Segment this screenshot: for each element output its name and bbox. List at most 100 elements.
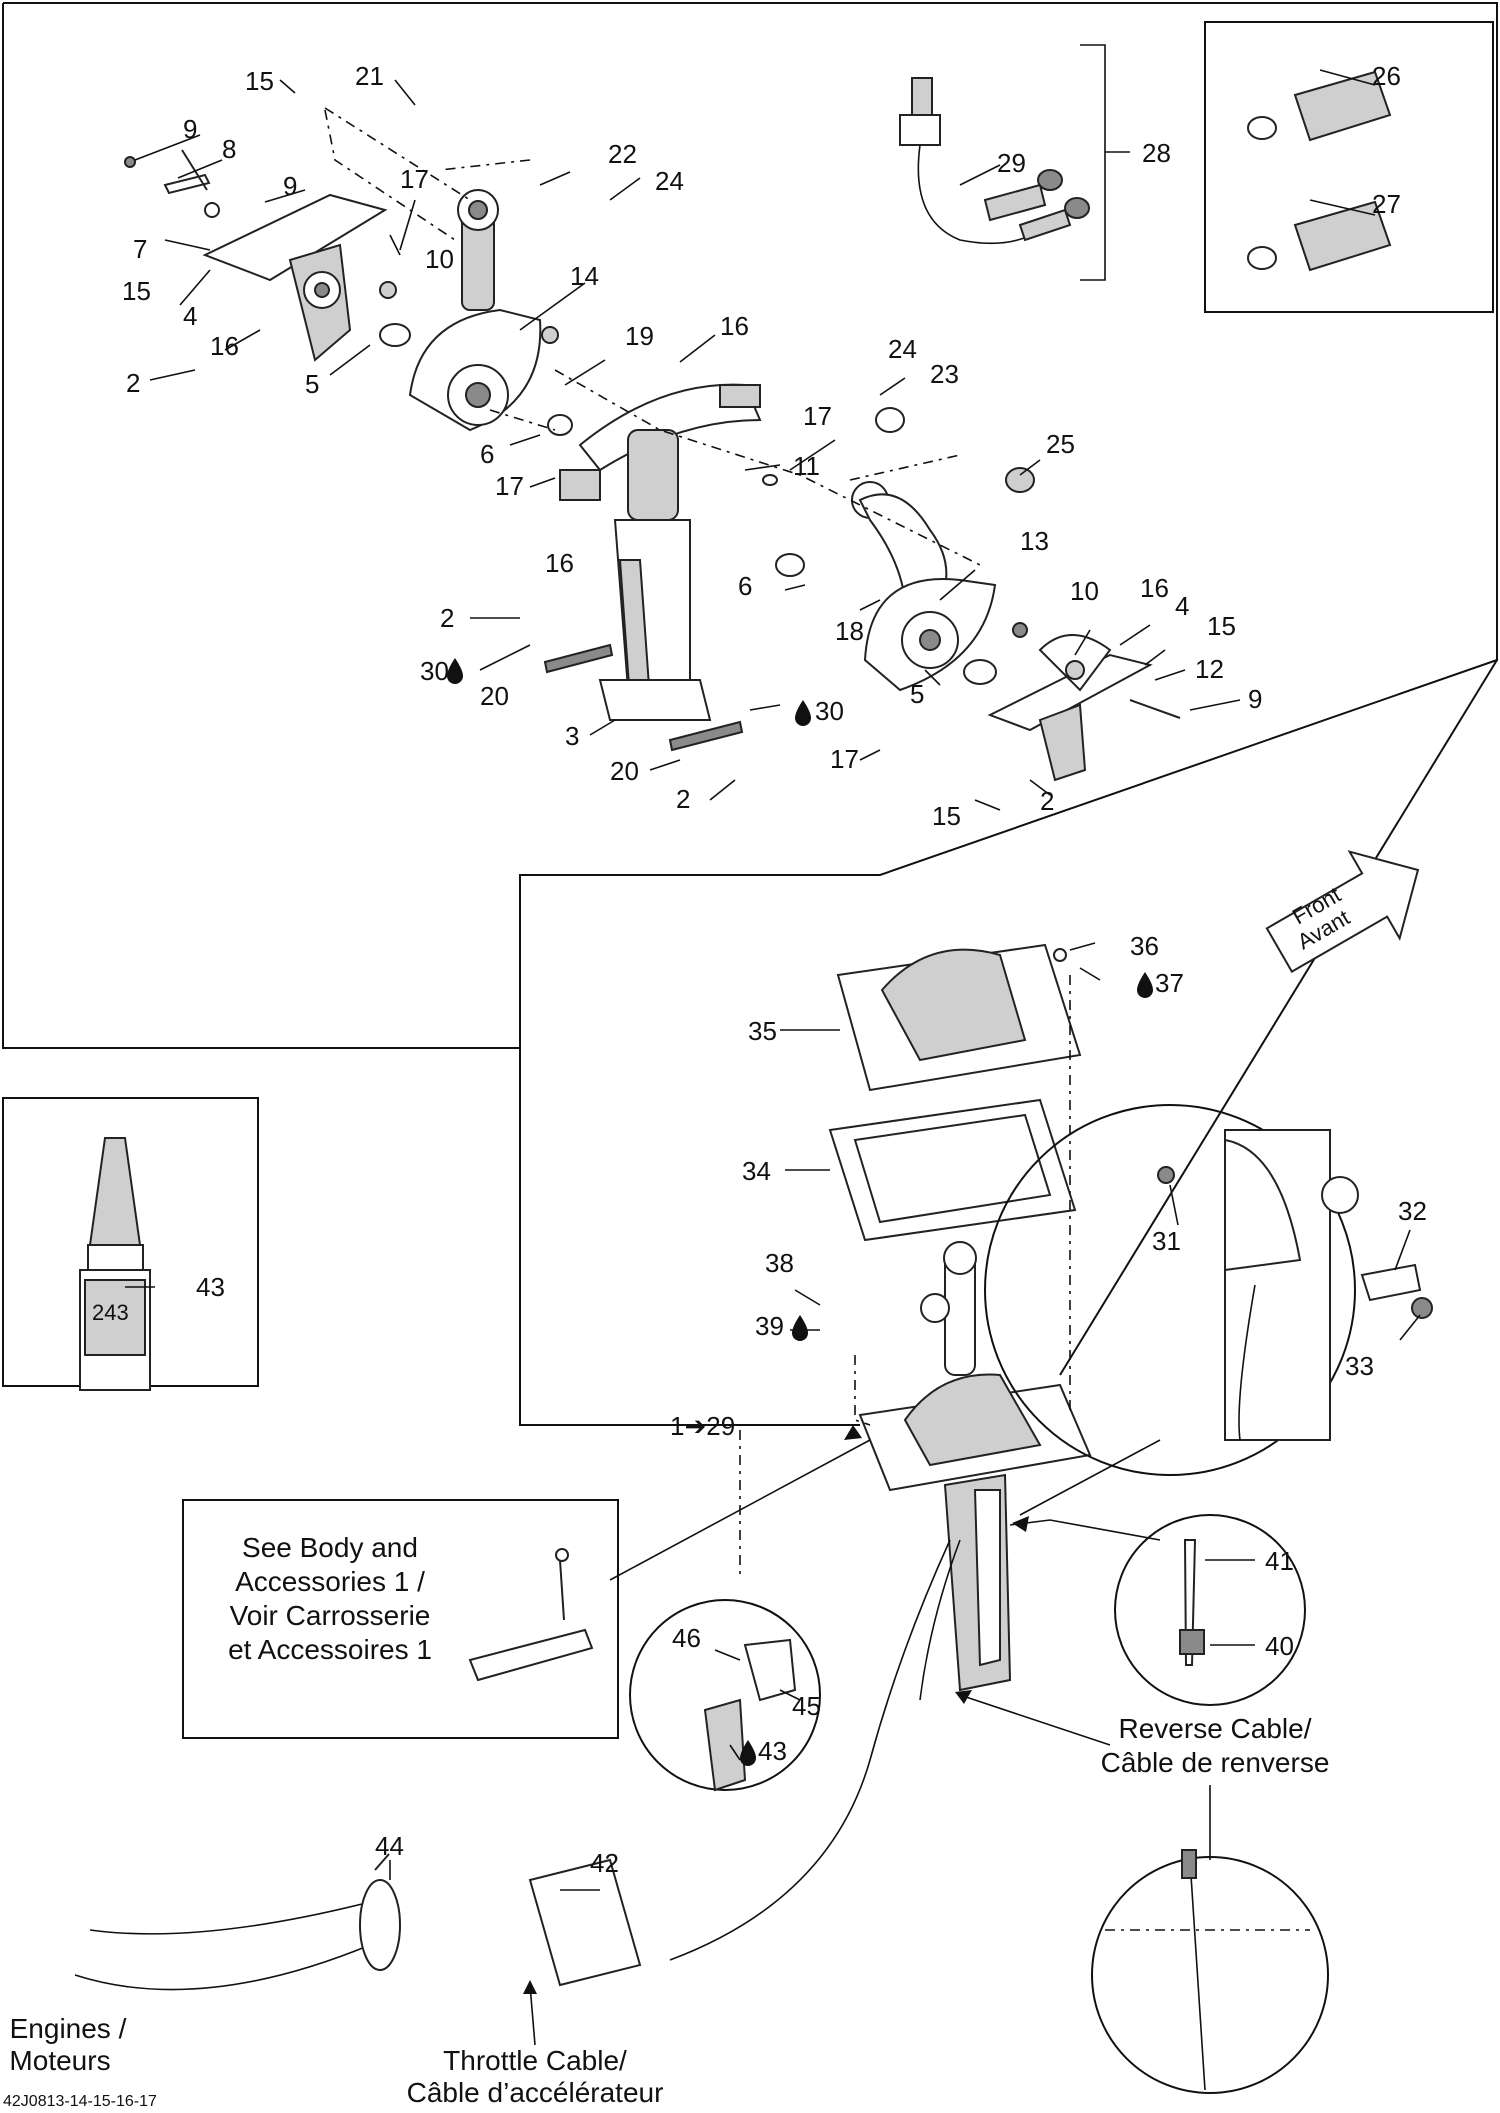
leader-lines [125, 44, 1421, 2046]
lever-assembly-1-29 [669, 1241, 1092, 1961]
callout-21: 21 [355, 61, 384, 91]
callout-33: 33 [1345, 1351, 1374, 1381]
throttle-cable-line-1: Throttle Cable/ [443, 2045, 627, 2076]
callout-29: 29 [997, 148, 1026, 178]
callout-44: 44 [375, 1831, 404, 1861]
callout-19: 19 [625, 321, 654, 351]
callout-3: 3 [565, 721, 579, 751]
callout-labels: 21 15 9 8 22 24 9 17 7 10 15 14 4 16 2 5… [122, 61, 1427, 1878]
callout-23: 23 [930, 359, 959, 389]
bottle-label: 243 [92, 1300, 129, 1325]
callout-11: 11 [793, 451, 820, 481]
callout-1-29: 1➔29 [670, 1411, 735, 1441]
note-arrowheads [523, 1425, 1029, 1994]
drop-icon [1137, 972, 1153, 998]
engines-line-2: Moteurs [9, 2045, 110, 2076]
reverse-cable-line-2: Câble de renverse [1101, 1747, 1330, 1778]
reverse-cable-line-1: Reverse Cable/ [1119, 1713, 1312, 1744]
handle-13-assembly [851, 407, 1035, 692]
engines-note: Engines / Moteurs [9, 2013, 126, 2076]
callout-10: 10 [425, 244, 454, 274]
drop-icon [792, 1315, 808, 1341]
callout-10: 10 [1070, 576, 1099, 606]
reverse-cable-note: Reverse Cable/ Câble de renverse [1101, 1713, 1330, 1778]
callout-41: 41 [1265, 1546, 1294, 1576]
callout-43: 43 [758, 1736, 787, 1766]
callout-18: 18 [835, 616, 864, 646]
callout-28: 28 [1142, 138, 1171, 168]
centerlines [324, 107, 1071, 1575]
callout-2: 2 [126, 368, 140, 398]
drop-icon [795, 700, 811, 726]
throttle-cable-line-2: Câble d’accélérateur [407, 2077, 664, 2108]
front-arrow-icon [1265, 850, 1420, 974]
callout-17: 17 [495, 471, 524, 501]
callout-2: 2 [676, 784, 690, 814]
bracket-4-right [987, 622, 1181, 782]
cover-35 [836, 943, 1082, 1092]
callout-27: 27 [1372, 189, 1401, 219]
callout-9: 9 [183, 114, 197, 144]
callout-17: 17 [830, 744, 859, 774]
inset-box-fuse [1204, 21, 1494, 313]
callout-34: 34 [742, 1156, 771, 1186]
callout-16: 16 [1140, 573, 1169, 603]
drop-icon [740, 1740, 756, 1766]
callout-20: 20 [480, 681, 509, 711]
callout-7: 7 [133, 234, 147, 264]
callout-46: 46 [672, 1623, 701, 1653]
see-body-line-3: Voir Carrosserie [230, 1600, 431, 1631]
housing-3 [547, 383, 805, 721]
throttle-cable-note: Throttle Cable/ Câble d’accélérateur [407, 2045, 664, 2108]
callout-16: 16 [720, 311, 749, 341]
callout-38: 38 [765, 1248, 794, 1278]
see-body-line-2: Accessories 1 / [235, 1566, 425, 1597]
callout-36: 36 [1130, 931, 1159, 961]
callout-35: 35 [748, 1016, 777, 1046]
inset-box-see-body [182, 1499, 619, 1739]
handle-14-assembly [408, 189, 559, 432]
callout-9: 9 [1248, 684, 1262, 714]
callout-15: 15 [932, 801, 961, 831]
callout-16: 16 [545, 548, 574, 578]
callout-5: 5 [910, 679, 924, 709]
callout-30: 30 [420, 656, 449, 686]
callout-20: 20 [610, 756, 639, 786]
detail-circle-43-46 [629, 1599, 821, 1792]
see-body-line-1: See Body and [242, 1532, 418, 1563]
callout-14: 14 [570, 261, 599, 291]
callout-40: 40 [1265, 1631, 1294, 1661]
callout-43: 43 [196, 1272, 225, 1302]
callout-45: 45 [792, 1691, 821, 1721]
callout-22: 22 [608, 139, 637, 169]
callout-2: 2 [1040, 786, 1054, 816]
callout-37: 37 [1155, 968, 1184, 998]
callout-12: 12 [1195, 654, 1224, 684]
callout-30: 30 [815, 696, 844, 726]
fuse-holders [1247, 70, 1392, 272]
throttle-cable-42 [74, 1853, 642, 1991]
drop-icon [447, 658, 463, 684]
callout-8: 8 [222, 134, 236, 164]
callout-24: 24 [655, 166, 684, 196]
callout-15: 15 [1207, 611, 1236, 641]
loctite-bottle [79, 1137, 151, 1391]
callout-4: 4 [1175, 591, 1189, 621]
detail-circle-reverse-cable [1091, 1849, 1329, 2094]
detail-circle-40-41 [1114, 1514, 1306, 1706]
callout-9: 9 [283, 171, 297, 201]
callout-5: 5 [305, 369, 319, 399]
callout-32: 32 [1398, 1196, 1427, 1226]
callout-24: 24 [888, 334, 917, 364]
callout-16: 16 [210, 331, 239, 361]
callout-15: 15 [245, 66, 274, 96]
see-body-note: See Body and Accessories 1 / Voir Carros… [228, 1532, 432, 1665]
gasket-34 [828, 1098, 1077, 1242]
callout-15: 15 [122, 276, 151, 306]
callout-26: 26 [1372, 61, 1401, 91]
detail-circle-31-33 [984, 1104, 1433, 1476]
loctite-drop-icons [447, 658, 1153, 1766]
callout-6: 6 [480, 439, 494, 469]
bracket-see-body [468, 1548, 594, 1682]
